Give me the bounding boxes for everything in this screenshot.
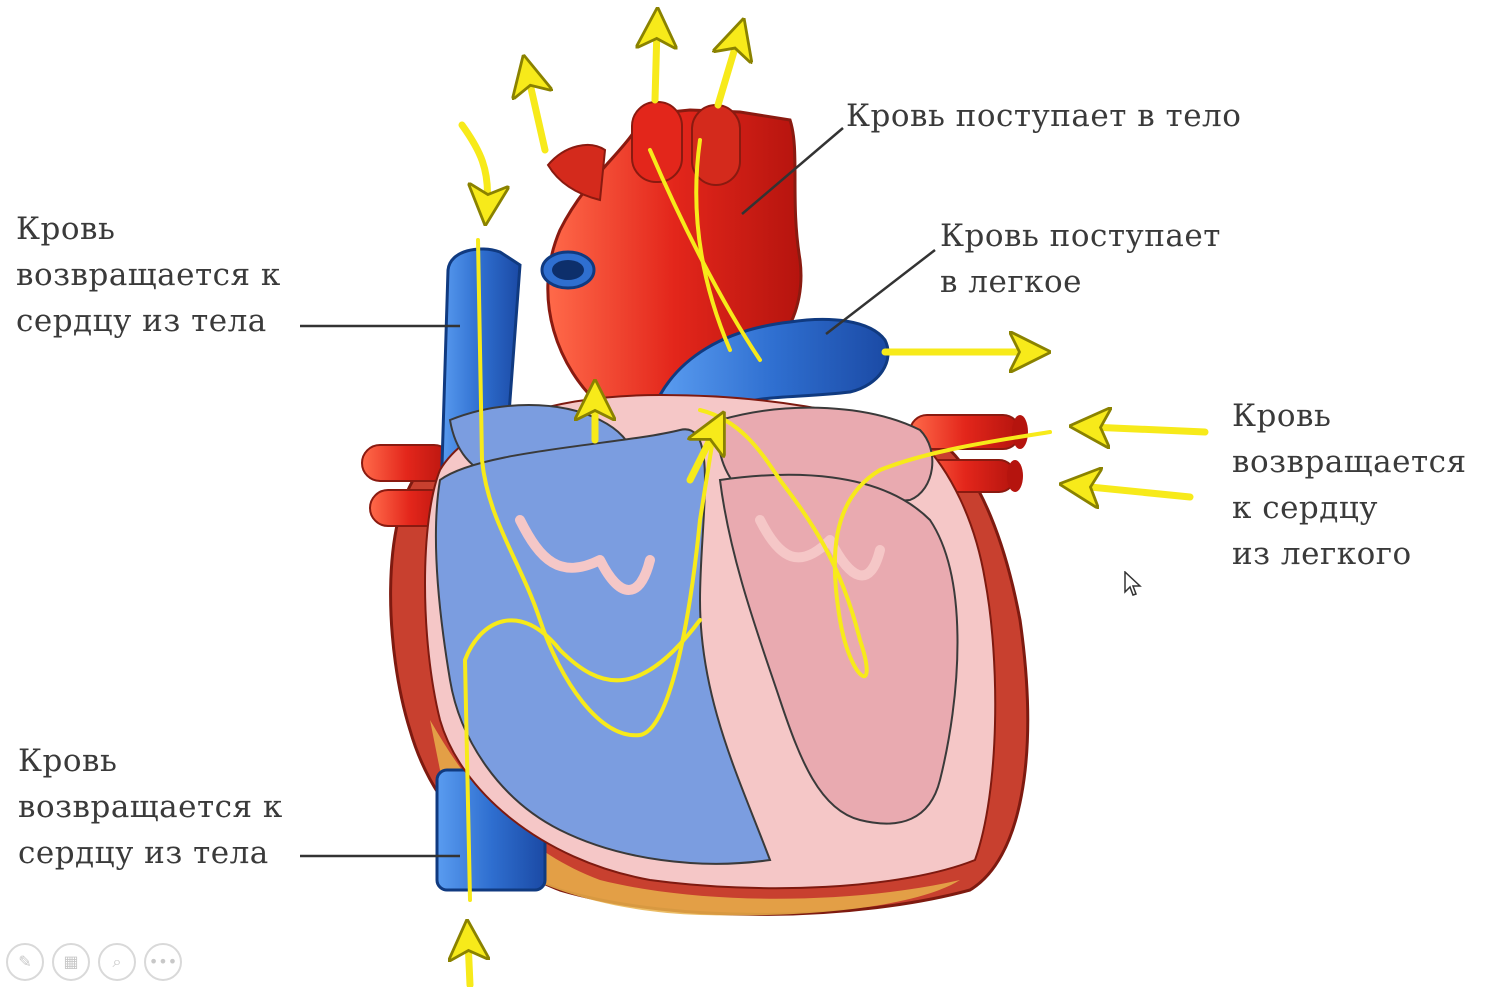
label-blood-to-body: Кровь поступает в тело [846,93,1241,139]
label-blood-returns-from-lung: Кровь возвращается к сердцу из легкого [1232,393,1467,577]
label-line: Кровь [1232,393,1467,439]
label-line: возвращается к [16,252,281,298]
arrow-from-lung-2 [1080,486,1190,497]
label-line: в легкое [940,259,1221,305]
label-line: к сердцу [1232,485,1467,531]
label-line: Кровь поступает в тело [846,93,1241,139]
arrow-to-body-3 [718,38,738,105]
arrow-from-lung-1 [1090,427,1205,432]
more-icon[interactable]: ••• [144,943,182,981]
label-line: Кровь [16,206,281,252]
slides-icon[interactable]: ▦ [52,943,90,981]
label-line: сердцу из тела [18,830,283,876]
arrow-ivc-in [468,940,470,985]
label-line: возвращается к [18,784,283,830]
mouse-cursor-icon [1124,571,1142,597]
pen-icon[interactable]: ✎ [6,943,44,981]
label-blood-to-lung: Кровь поступает в легкое [940,213,1221,305]
label-blood-returns-from-body-bottom: Кровь возвращается к сердцу из тела [18,738,283,876]
label-line: Кровь [18,738,283,784]
label-line: из легкого [1232,531,1467,577]
label-blood-returns-from-body-top: Кровь возвращается к сердцу из тела [16,206,281,344]
arrow-to-body-1 [528,75,545,150]
aorta-branch-left [548,145,605,200]
zoom-icon[interactable]: ⌕ [98,943,136,981]
leader-pulm-artery [826,250,935,334]
slideshow-toolbar: ✎ ▦ ⌕ ••• [0,936,236,987]
label-line: Кровь поступает [940,213,1221,259]
arrow-to-body-2 [655,28,657,100]
label-line: возвращается [1232,439,1467,485]
label-line: сердцу из тела [16,298,281,344]
arrow-svc-in [462,125,488,205]
